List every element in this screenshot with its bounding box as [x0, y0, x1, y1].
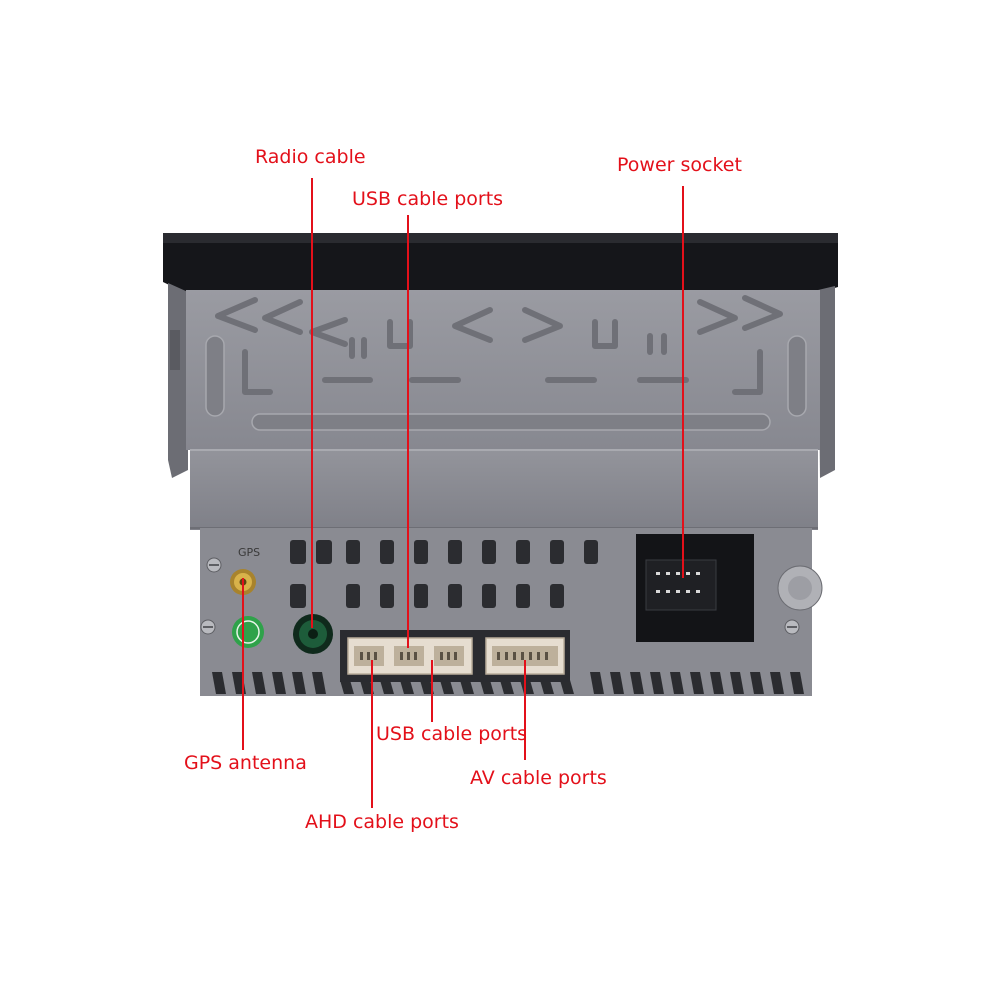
label-av-cable-ports: AV cable ports [470, 767, 607, 789]
label-usb-cable-ports-top: USB cable ports [352, 188, 504, 210]
chassis-lower-body [190, 449, 818, 530]
label-ahd-cable-ports: AHD cable ports [305, 811, 459, 833]
power-socket [636, 534, 754, 642]
label-radio-cable: Radio cable [255, 146, 366, 168]
side-bracket-left [168, 283, 188, 478]
screw-icon [200, 557, 800, 635]
av-connector-block [480, 630, 570, 682]
label-gps-antenna: GPS antenna [184, 752, 307, 774]
top-panel [163, 233, 838, 293]
side-bracket-right [818, 286, 835, 478]
gps-marking: GPS [238, 546, 261, 559]
gps-antenna-connector [230, 569, 256, 595]
rear-connector-panel [200, 528, 812, 696]
label-usb-cable-ports-bottom: USB cable ports [376, 723, 528, 745]
usb-ahd-connector-block [340, 630, 480, 682]
label-power-socket: Power socket [617, 154, 742, 176]
dial-sticker [777, 565, 823, 611]
radio-cable-connector [293, 614, 333, 654]
metal-top-plate [186, 290, 820, 450]
dc-sticker [232, 616, 264, 648]
